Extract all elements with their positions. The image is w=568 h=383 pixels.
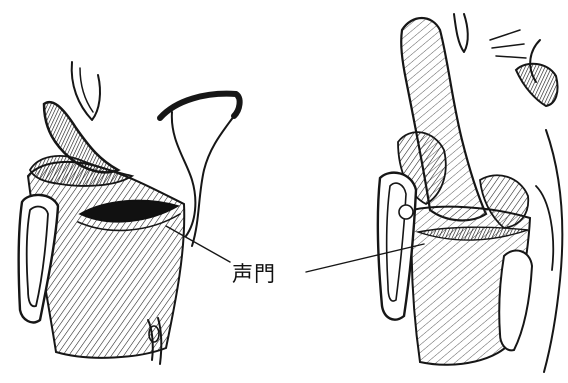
right-lower-cartilage (499, 251, 532, 351)
right-larynx-figure (306, 14, 562, 372)
right-top-lines (454, 14, 468, 52)
glottis-label: 声門 (232, 258, 276, 288)
left-larynx-figure (19, 62, 240, 364)
right-oval-knob (399, 205, 413, 219)
right-top-strokes (490, 30, 526, 58)
right-inner-edge (536, 186, 553, 270)
right-small-lobe (516, 64, 558, 106)
left-top-curve-line (72, 62, 100, 120)
left-hook-stem-outer (192, 116, 234, 246)
